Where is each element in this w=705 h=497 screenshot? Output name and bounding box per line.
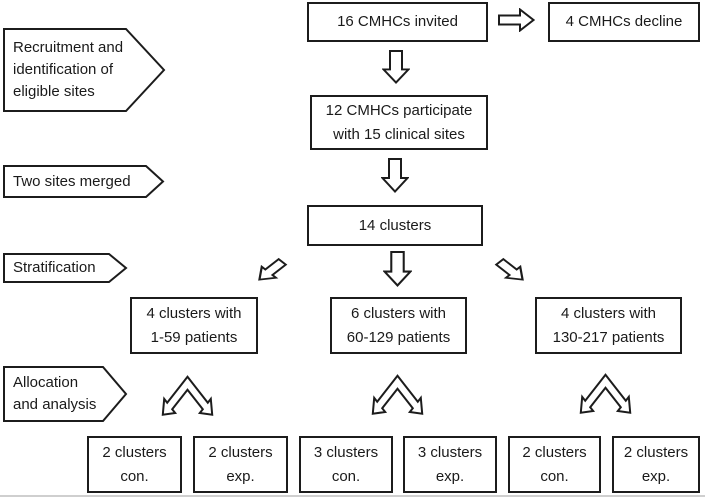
box-stratum-130-217: 4 clusters with 130-217 patients xyxy=(535,297,682,354)
stage-label-line: Allocation xyxy=(13,374,79,391)
diagonal-down-left-arrow-icon xyxy=(255,252,295,283)
diagonal-down-right-arrow-icon xyxy=(487,252,527,283)
box-cmhcs-decline: 4 CMHCs decline xyxy=(548,2,700,42)
box-text: 16 CMHCs invited xyxy=(337,13,458,31)
stage-label-line: and analysis xyxy=(13,396,97,413)
stage-label-stratification: Stratification xyxy=(3,253,128,283)
stage-label-line: Stratification xyxy=(13,259,96,276)
pentagon-shape xyxy=(3,28,166,112)
box-allocation-con-2: 3 clusters con. xyxy=(299,436,393,493)
box-text-line: exp. xyxy=(641,467,671,485)
box-text-line: 2 clusters xyxy=(208,444,273,462)
box-allocation-exp-1: 2 clusters exp. xyxy=(193,436,288,493)
stage-label-line: Two sites merged xyxy=(13,172,131,190)
box-text-line: 1-59 patients xyxy=(150,328,238,346)
box-text-line: con. xyxy=(120,467,149,485)
right-arrow-icon xyxy=(498,8,535,32)
box-allocation-exp-3: 2 clusters exp. xyxy=(612,436,700,493)
box-text-line: 60-129 patients xyxy=(346,328,451,346)
box-text-line: exp. xyxy=(435,467,465,485)
box-14-clusters: 14 clusters xyxy=(307,205,483,246)
down-arrow-icon xyxy=(381,158,409,193)
split-double-arrow-icon xyxy=(155,375,220,418)
stage-label-two-sites-merged: Two sites merged xyxy=(3,165,165,198)
box-cmhcs-invited: 16 CMHCs invited xyxy=(307,2,488,42)
box-text-line: 2 clusters xyxy=(623,444,689,462)
pentagon-shape xyxy=(3,253,128,283)
box-text-line: 2 clusters xyxy=(522,444,587,462)
split-double-arrow-icon xyxy=(573,373,638,416)
stage-label-text: Stratification xyxy=(3,253,128,283)
box-text: 14 clusters xyxy=(358,216,432,234)
box-cmhcs-participate: 12 CMHCs participate with 15 clinical si… xyxy=(310,95,488,150)
box-allocation-con-1: 2 clusters con. xyxy=(87,436,182,493)
box-text: 4 CMHCs decline xyxy=(565,13,683,31)
box-text-line: 4 clusters with xyxy=(146,305,242,323)
stage-label-text: Recruitment and identification of eligib… xyxy=(3,28,166,112)
box-text-line: 2 clusters xyxy=(102,444,167,462)
box-text-line: 3 clusters xyxy=(313,444,379,462)
stage-label-text: Two sites merged xyxy=(3,165,165,198)
stage-label-line: Recruitment and xyxy=(13,39,124,56)
box-text-line: 130-217 patients xyxy=(552,328,665,346)
box-allocation-exp-2: 3 clusters exp. xyxy=(403,436,497,493)
stage-label-line: eligible sites xyxy=(13,83,95,100)
figure-bottom-rule xyxy=(0,495,705,497)
stage-label-recruitment: Recruitment and identification of eligib… xyxy=(3,28,166,112)
box-text-line: 12 CMHCs participate xyxy=(325,102,473,120)
box-stratum-1-59: 4 clusters with 1-59 patients xyxy=(130,297,258,354)
stage-label-line: identification of xyxy=(13,61,114,78)
stage-label-text: Allocation and analysis xyxy=(3,366,128,422)
pentagon-shape xyxy=(3,165,165,198)
down-arrow-icon xyxy=(383,251,412,287)
box-text-line: 4 clusters with xyxy=(560,305,657,323)
box-text-line: exp. xyxy=(226,467,255,485)
box-stratum-60-129: 6 clusters with 60-129 patients xyxy=(330,297,467,354)
box-allocation-con-3: 2 clusters con. xyxy=(508,436,601,493)
box-text-line: con. xyxy=(540,467,569,485)
box-text-line: con. xyxy=(331,467,361,485)
split-double-arrow-icon xyxy=(365,374,430,417)
box-text-line: 6 clusters with xyxy=(350,305,447,323)
pentagon-shape xyxy=(3,366,128,422)
box-text-line: with 15 clinical sites xyxy=(333,125,465,143)
box-text-line: 3 clusters xyxy=(417,444,483,462)
down-arrow-icon xyxy=(382,50,410,84)
stage-label-allocation-analysis: Allocation and analysis xyxy=(3,366,128,422)
